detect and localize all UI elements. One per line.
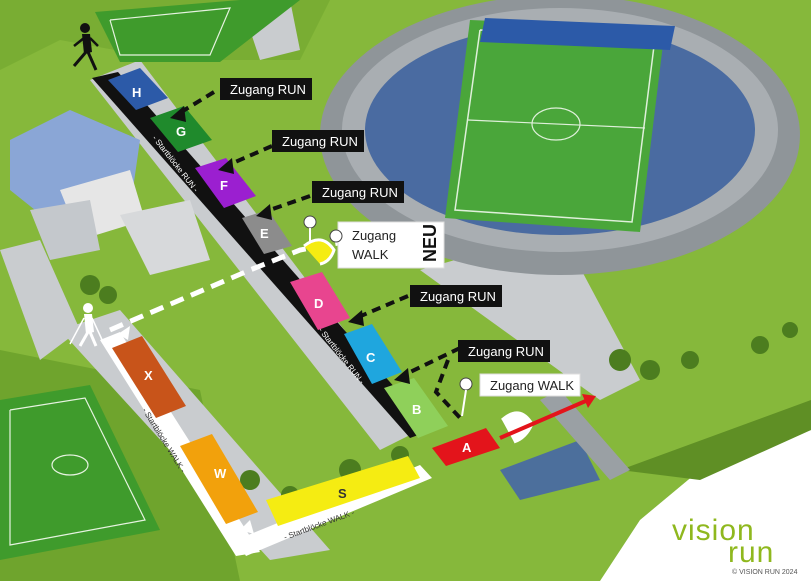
- block-s-label: S: [338, 486, 347, 501]
- buildings: [10, 110, 210, 275]
- block-c[interactable]: C: [344, 324, 402, 384]
- block-c-label: C: [366, 350, 376, 365]
- block-f-label: F: [220, 178, 228, 193]
- callout-run-5-label: Zugang RUN: [468, 344, 544, 359]
- block-g-label: G: [176, 124, 186, 139]
- block-h-label: H: [132, 85, 141, 100]
- walk-corner-arrows: [118, 326, 254, 534]
- block-w-label: W: [214, 466, 227, 481]
- brand-line1: vision: [672, 514, 755, 547]
- pin-icon: [303, 215, 473, 417]
- callout-walk-2-label: Zugang WALK: [490, 378, 574, 393]
- block-e[interactable]: E: [242, 210, 292, 254]
- block-f[interactable]: F: [195, 158, 256, 208]
- curved-arrow-icon: [303, 238, 534, 444]
- callout-run-2-label: Zugang RUN: [282, 134, 358, 149]
- callout-run-3: Zugang RUN: [312, 181, 404, 203]
- run-blocks: H G F E D C B A: [108, 68, 500, 466]
- callout-walk-1-line1: Zugang: [352, 228, 396, 243]
- walker-icon: [69, 303, 105, 347]
- callout-walk-2: Zugang WALK: [479, 373, 581, 397]
- block-w[interactable]: W: [180, 434, 258, 524]
- arrow-heads: [170, 106, 410, 384]
- training-pitch-top: [95, 0, 300, 62]
- walk-blocks: X W S: [112, 336, 420, 526]
- runner-icon: [72, 23, 99, 71]
- callout-run-4-label: Zugang RUN: [420, 289, 496, 304]
- block-b-label: B: [412, 402, 421, 417]
- callout-run-1-label: Zugang RUN: [230, 82, 306, 97]
- block-x[interactable]: X: [112, 336, 186, 418]
- copyright: © VISION RUN 2024: [732, 568, 798, 576]
- callout-run-2: Zugang RUN: [272, 130, 364, 152]
- stadium: [320, 0, 800, 275]
- block-e-label: E: [260, 226, 269, 241]
- block-s[interactable]: S: [266, 456, 420, 526]
- callout-run-1: Zugang RUN: [220, 78, 312, 100]
- neu-badge: NEU: [420, 224, 440, 262]
- callout-walk-1-line2: WALK: [352, 247, 389, 262]
- training-pitch-bottom: [0, 385, 160, 560]
- block-h[interactable]: H: [108, 68, 168, 110]
- block-d-label: D: [314, 296, 323, 311]
- block-g[interactable]: G: [150, 106, 212, 152]
- brand-logo: vision run © VISION RUN 2024: [672, 514, 798, 576]
- block-a[interactable]: A: [432, 428, 500, 466]
- callout-run-4: Zugang RUN: [410, 285, 502, 307]
- block-b[interactable]: B: [384, 378, 448, 438]
- block-a-label: A: [462, 440, 472, 455]
- callout-walk-1: Zugang WALK NEU: [337, 221, 445, 269]
- callout-run-5: Zugang RUN: [458, 340, 550, 362]
- trees: [80, 275, 798, 504]
- block-d[interactable]: D: [290, 272, 350, 330]
- block-x-label: X: [144, 368, 153, 383]
- callout-run-3-label: Zugang RUN: [322, 185, 398, 200]
- brand-line2: run: [728, 536, 774, 569]
- finish-arrow: [499, 394, 596, 440]
